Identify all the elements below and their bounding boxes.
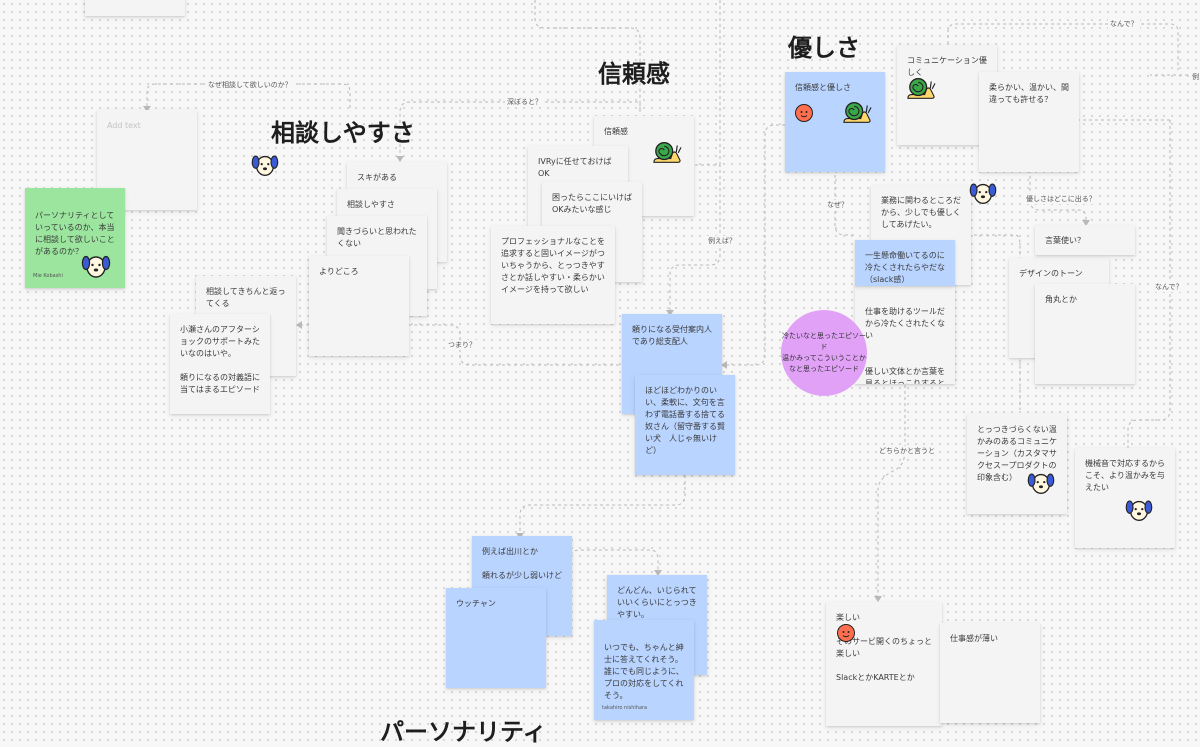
dog-icon bbox=[968, 178, 998, 208]
label-nande1: なんで？ bbox=[1108, 19, 1140, 29]
snail-icon bbox=[906, 74, 936, 102]
sticky-kadomaru[interactable]: 角丸とか bbox=[1035, 284, 1135, 384]
sticky-shigotokan[interactable]: 仕事感が薄い bbox=[940, 623, 1040, 723]
dog-icon bbox=[1026, 468, 1056, 498]
label-rei: 例 bbox=[1190, 72, 1200, 82]
sticky-author: Mie Kobashi bbox=[33, 273, 63, 279]
sticky-tanoshii[interactable]: 楽しい そのサービ開くのちょっと楽しい SlackとかKARTEとか bbox=[826, 602, 942, 726]
sticky-text: 仕事を助けるツールだから冷たくされたくない bbox=[865, 307, 945, 340]
dog-icon bbox=[1124, 495, 1154, 525]
sticky-shigoto-tasukeru[interactable]: 仕事を助けるツールだから冷たくされたくない 優しい文体とか言葉を見るとほっこりす… bbox=[855, 284, 955, 384]
dog-icon bbox=[80, 250, 112, 282]
heart-icon bbox=[794, 103, 814, 123]
label-naze2: なぜ？ bbox=[825, 200, 850, 210]
sticky-author: takahiro nishihara bbox=[602, 705, 648, 711]
sticky-isshokenmei[interactable]: 一生懸命働いてるのに冷たくされたらやだな（slack感） bbox=[855, 240, 955, 286]
sticky-professional[interactable]: プロフェッショナルなことを追求すると固いイメージがついちゃうから、とっつきやすさ… bbox=[491, 226, 615, 324]
label-naze: なぜ相談して欲しいのか？ bbox=[206, 80, 294, 90]
sticky-hodohodo[interactable]: ほどほどわかりのいい、柔軟に、文句を言わず電話番する捨てる奴さん（留守番する賢い… bbox=[635, 375, 735, 475]
sticky-yoridokoro[interactable]: よりどころ bbox=[309, 256, 409, 356]
sticky-kikaion[interactable]: 機械音で対応するからこそ、より温かみを与えたい bbox=[1075, 448, 1175, 548]
sticky-text: いつでも、ちゃんと紳士に答えてくれそう。誰にでも同じように、プロの対応をしてくれ… bbox=[604, 643, 684, 700]
label-dokoni: 優しさはどこに出る？ bbox=[1024, 194, 1098, 204]
heading-shinrai: 信頼感 bbox=[598, 60, 670, 88]
dog-icon bbox=[250, 150, 280, 180]
snail-icon bbox=[842, 98, 872, 126]
snail-icon bbox=[652, 138, 682, 166]
sticky-text-2: 優しい文体とか言葉を見るとほっこりすると言うか息をきになる bbox=[865, 367, 945, 384]
sticky-kotoba[interactable]: 言葉使い？ bbox=[1035, 225, 1135, 255]
sticky-aftershock[interactable]: 小瀬さんのアフターショックのサポートみたいなのはいや。 頼りになるの対義語に当て… bbox=[170, 314, 270, 414]
sticky-tottsuki[interactable]: とっつきづらくない温かみのあるコミュニケーション（カスタマサクセスープロダクトの… bbox=[967, 414, 1067, 514]
sticky-top-left[interactable] bbox=[85, 0, 185, 16]
sticky-green-question[interactable]: パーソナリティとしていっているのか、本当に相談して欲しいことがあるのか？ Mie… bbox=[25, 188, 125, 288]
label-nande2: なんで？ bbox=[1153, 282, 1185, 292]
heading-soudan: 相談しやすさ bbox=[271, 119, 415, 147]
heart-icon bbox=[836, 623, 856, 643]
heading-yasashisa: 優しさ bbox=[788, 34, 860, 62]
sticky-yawarakai[interactable]: 柔らかい、温かい、間違っても許せる？ bbox=[979, 72, 1079, 172]
sticky-text: パーソナリティとしていっているのか、本当に相談して欲しいことがあるのか？ bbox=[35, 211, 115, 256]
label-dochira: どちらかと言うと bbox=[877, 446, 937, 456]
circle-episode-note[interactable]: 冷たいなと思ったエピソード 温かみってこういうことかなと思ったエピソード bbox=[781, 310, 867, 396]
sticky-itsudemo[interactable]: いつでも、ちゃんと紳士に答えてくれそう。誰にでも同じように、プロの対応をしてくれ… bbox=[594, 620, 694, 720]
label-fukabori: 深ぼると？ bbox=[505, 97, 544, 107]
sticky-ucchan[interactable]: ウッチャン bbox=[446, 588, 546, 688]
label-tsumari: つまり？ bbox=[446, 340, 478, 350]
label-tatoeba: 例えば？ bbox=[706, 236, 738, 246]
